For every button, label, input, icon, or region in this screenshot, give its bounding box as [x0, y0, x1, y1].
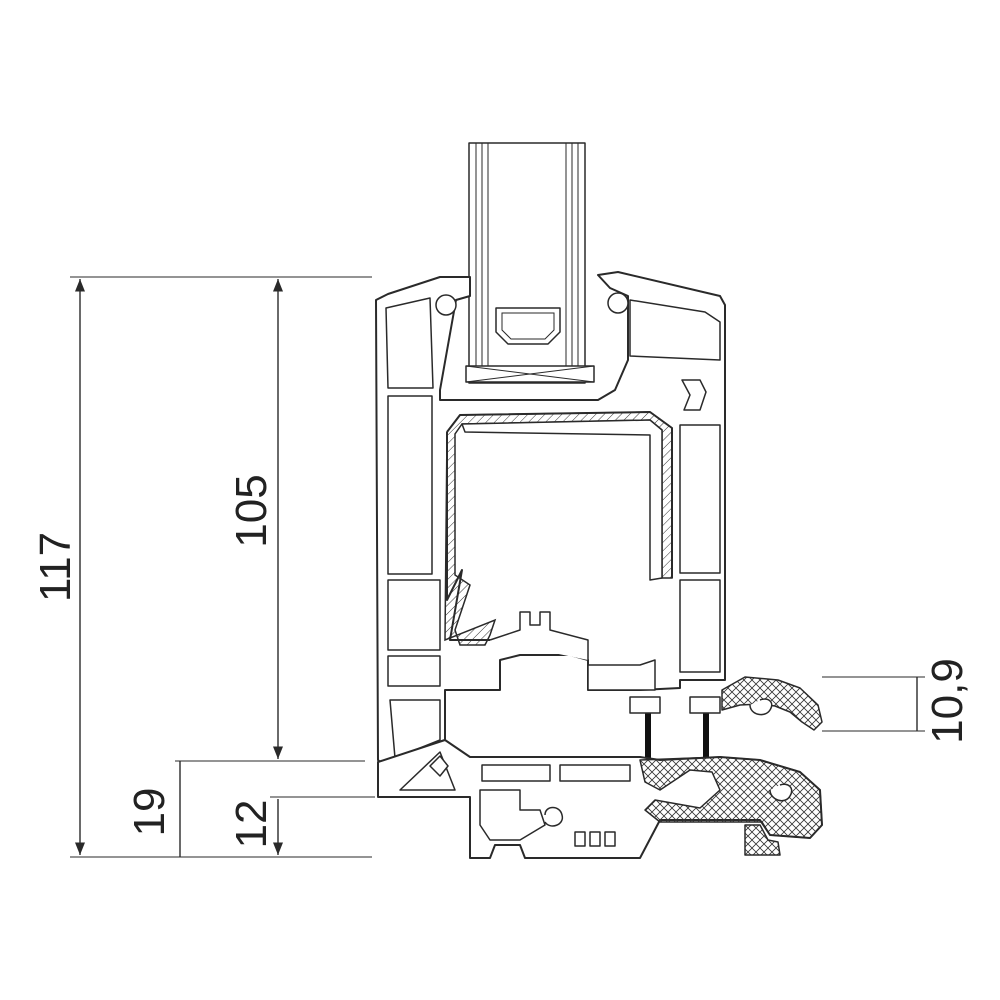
- dimension-12-label: 12: [227, 800, 276, 849]
- sill-clip: [769, 783, 793, 802]
- dimension-117-label: 117: [31, 532, 80, 602]
- dimension-105-label: 105: [227, 474, 276, 547]
- steel-reinforcement: [444, 411, 673, 646]
- gasket-strip-right: [703, 707, 709, 767]
- seal-gaskets: [629, 696, 721, 767]
- dimension-10-9-label: 10,9: [923, 658, 972, 744]
- sill-foot: [744, 824, 781, 856]
- dimension-19-label: 19: [125, 788, 174, 837]
- drip-clip: [749, 698, 773, 716]
- frame-sill-cover: [639, 756, 823, 839]
- dimension-lines: [70, 276, 925, 858]
- glass-pane: [465, 142, 595, 384]
- sash-center-web: [489, 611, 656, 691]
- gasket-strip-left: [645, 707, 651, 767]
